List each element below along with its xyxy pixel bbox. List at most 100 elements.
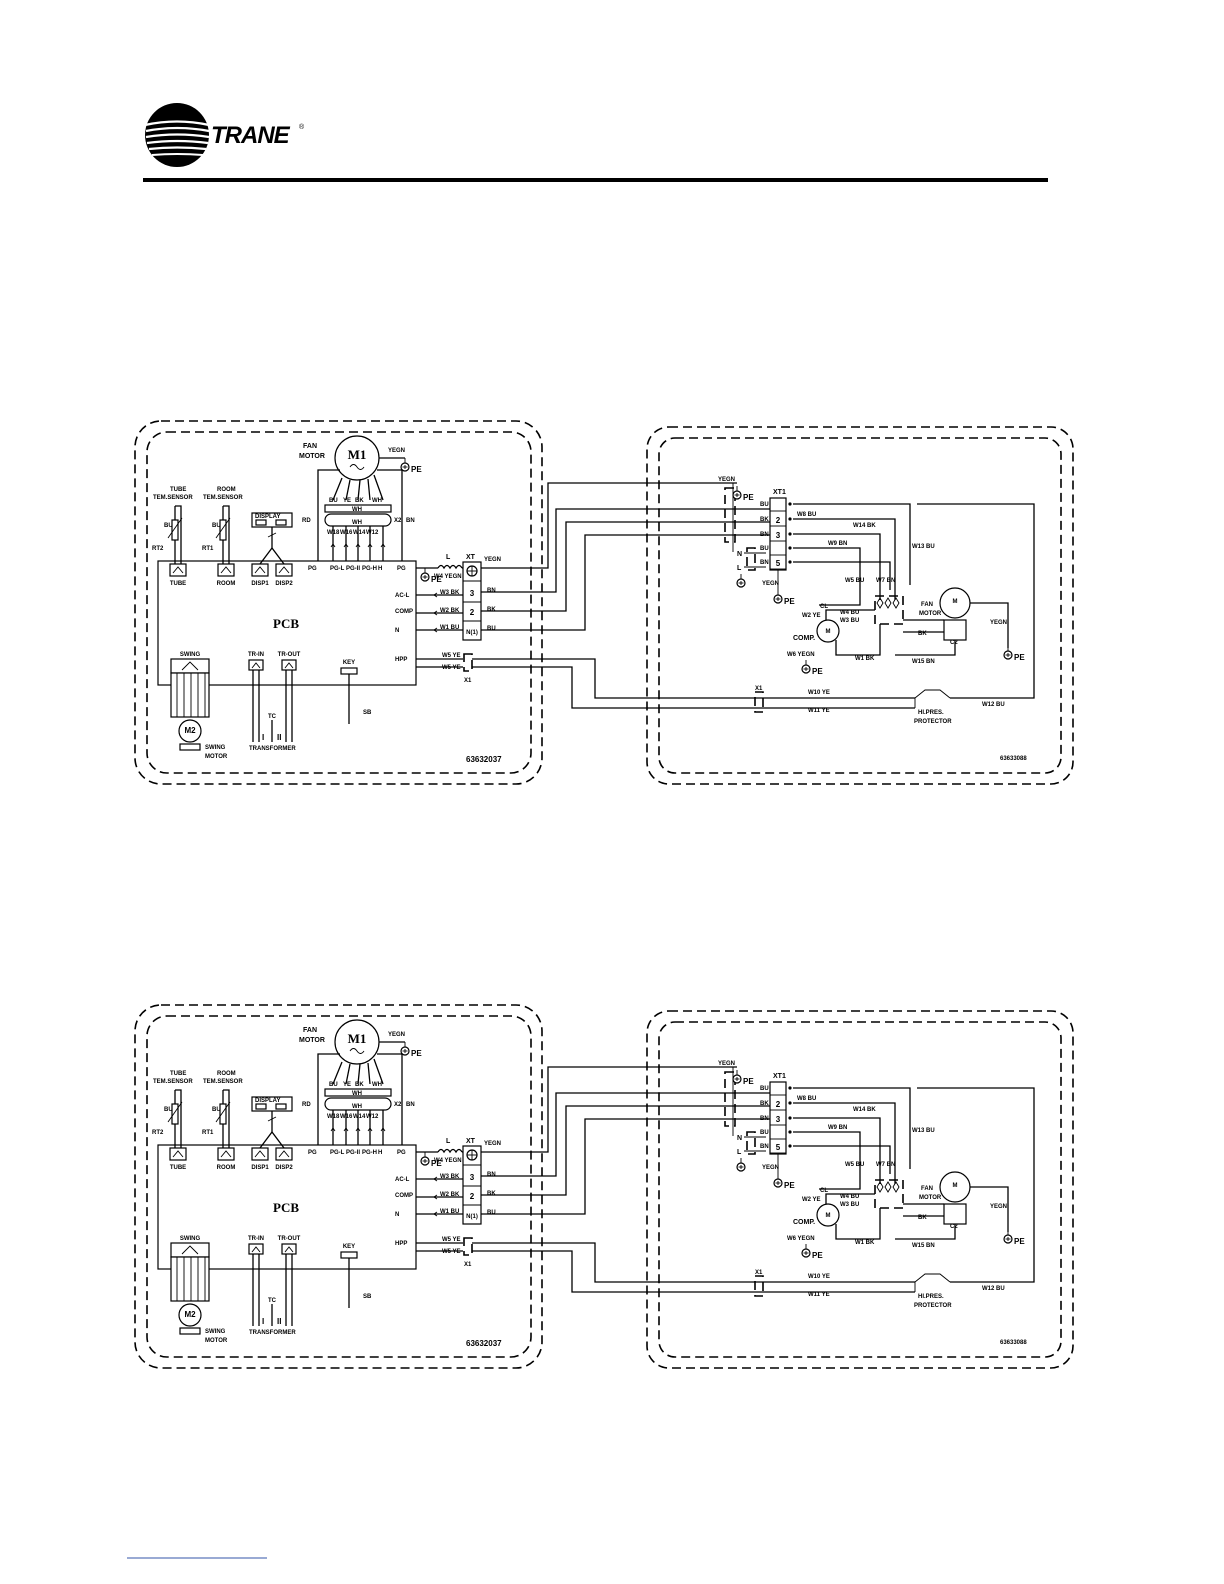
terminal-color: BN [760,1116,769,1122]
display-connector [275,1103,287,1110]
pe-label: PE [812,1251,823,1260]
thermistor-icon [215,517,231,539]
connector-label: ROOM [217,1165,236,1171]
sensor-lead [223,1089,230,1150]
connector-icon [220,1150,232,1158]
winding-lead [332,477,343,501]
pcb-label: PCB [273,1200,299,1215]
outdoor-fan-label: MOTOR [919,611,942,617]
coil-label: I [262,733,264,742]
inductor-icon [437,1148,463,1154]
wire-label: W5 YE [442,653,461,659]
compressor-label: COMP. [793,1219,815,1226]
wire-label: W1 BU [440,1209,459,1215]
wire-bu [481,534,786,631]
rd-label: RD [302,1102,311,1108]
pcb-bottom-label: TR-IN [248,1236,264,1242]
contact-icon [892,1181,900,1193]
yegn-label: YEGN [990,620,1007,626]
pcb-bottom-label: TR-IN [248,652,264,658]
pe-label: PE [784,1181,795,1190]
thermistor-icon [215,1101,231,1123]
n-l-connector [746,1131,756,1155]
wire-label: W2 BK [440,608,460,614]
room-sensor-label: TEM.SENSOR [203,1079,243,1085]
terminal-color: BU [760,502,769,508]
connector-label: DISP1 [251,581,269,587]
connector-mark: WH [352,1091,362,1097]
registered-mark: ® [299,123,305,131]
wire-label: W6 YEGN [787,652,815,658]
terminal-number: 5 [776,1143,781,1152]
wire-label: W5 YE [442,1237,461,1243]
wire-color: YE [343,498,351,504]
wire-color: BK [355,498,364,504]
swing-motor-label: MOTOR [205,754,228,760]
display-connector [255,1103,267,1110]
w8-wire [793,503,911,585]
w4-wire [819,590,861,606]
tube-sensor-label: TUBE [170,1071,186,1077]
terminal-number: 2 [470,1192,475,1201]
indoor-unit-outer-boundary [134,420,543,785]
wire-label: W3 BK [440,590,460,596]
connector-label: ROOM [217,581,236,587]
arrow-icon [380,1127,386,1132]
yegn-label: YEGN [762,581,779,587]
wire-id: W16 [340,1114,353,1120]
wire-label: W3 BU [840,1202,859,1208]
connector-icon [220,566,232,574]
terminal-number: 2 [776,516,781,525]
terminal-color: BN [760,560,769,566]
fan-ground-wire [970,602,1009,648]
wire-id: W12 [366,530,379,536]
pe-label: PE [743,1077,754,1086]
wire-label: W2 YE [802,613,821,619]
arrow-icon [367,543,373,548]
pcb-connector [275,1147,293,1161]
pcb-connector [169,563,187,577]
wire-label: W7 BN [876,1162,895,1168]
pcb-pin-label: AC-L [395,593,410,599]
wire-label: W10 YE [808,1274,830,1280]
terminal-number: N(1) [466,1214,478,1220]
contact-icon [876,1181,884,1193]
arrow-icon [380,543,386,548]
capacitor-label: C2 [950,640,958,646]
hl-pres-label: HI.PRES. [918,1294,944,1300]
w3-wire [825,1193,875,1204]
terminal-number: 3 [470,589,475,598]
swing-motor-symbol: M2 [184,726,196,735]
terminal-number: 2 [470,608,475,617]
pcb-pin-label: H [378,1150,382,1156]
thermistor-icon [171,1103,179,1125]
tube-sensor-label: TEM.SENSOR [153,495,193,501]
pcb-pin-label: N [395,1212,399,1218]
brand-name: TRANE [211,122,291,149]
terminal-number: 5 [776,559,781,568]
wire-label: W11 YE [808,1292,830,1298]
swing-motor-label: MOTOR [205,1338,228,1344]
terminal-number: 3 [776,531,781,540]
inductor-label: L [446,554,451,561]
yegn-label: YEGN [388,448,405,454]
wire-label: W1 BU [440,625,459,631]
tc-label: TC [268,1298,277,1304]
terminal-screw [788,560,792,564]
wire-color: YE [343,1082,351,1088]
connector-icon [254,1150,266,1158]
pcb-pin-label: COMP [395,609,413,615]
terminal-screw [788,502,792,506]
pcb-pin-label: PG-II [346,1150,360,1156]
terminal-color: BK [487,607,496,613]
yegn-sleeve [724,487,736,543]
tc-label: TC [268,714,277,720]
pcb-connector [217,1147,235,1161]
room-sensor-label: ROOM [217,487,236,493]
